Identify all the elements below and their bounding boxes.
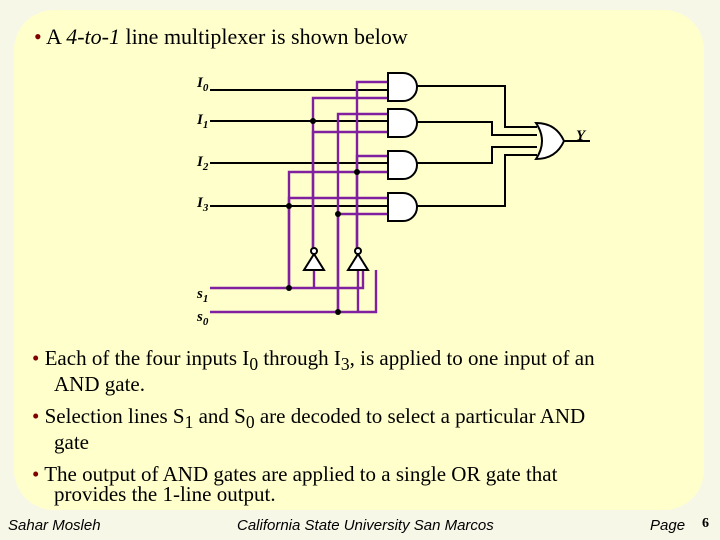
inverter-s0: [346, 252, 370, 271]
and-gate-0: [387, 72, 418, 102]
inverter-s1: [302, 252, 326, 271]
select-wires: [210, 80, 388, 314]
heading-suffix: line multiplexer is shown below: [119, 24, 408, 49]
bullet-continuation: gate: [54, 430, 89, 455]
bullet-text: Each of the four inputs I: [44, 346, 250, 370]
bullet-dot: •: [32, 346, 45, 370]
inverter-bubble-s0: [354, 247, 362, 255]
bullet-text: The output of AND gates are applied to a…: [44, 462, 558, 487]
junction-dot: [286, 285, 292, 291]
input-label-0: I0: [196, 75, 209, 94]
select-label-s0: s0: [196, 309, 209, 328]
heading-prefix: A: [46, 24, 67, 49]
input-label-1: I1: [196, 112, 208, 131]
bullet-text: , is applied to one input of an: [349, 346, 595, 370]
bullet-sub: 3: [340, 354, 350, 375]
junction-dot: [335, 309, 341, 315]
or-gate: [534, 121, 566, 161]
bullet-dot: •: [34, 24, 46, 49]
bullet-item: • Selection lines S1 and S0 are decoded …: [32, 404, 712, 455]
and-gate-3: [387, 192, 418, 222]
footer-institution: California State University San Marcos: [237, 517, 494, 534]
heading-emphasis: 4-to-1: [66, 24, 120, 49]
bullet-text: Selection lines S: [44, 404, 185, 429]
footer-author: Sahar Mosleh: [8, 517, 101, 534]
and-gate-2: [387, 150, 418, 180]
bullet-dot: •: [32, 404, 45, 429]
heading-bullet: • A 4-to-1 line multiplexer is shown bel…: [34, 24, 408, 50]
input-label-2: I2: [196, 154, 209, 173]
bullet-list: • Each of the four inputs I0 through I3,…: [32, 348, 712, 516]
bullet-continuation: AND gate.: [54, 372, 145, 397]
gates: [302, 72, 566, 271]
bullet-sub: 0: [249, 354, 259, 375]
bullet-dot: •: [32, 462, 45, 487]
bullet-text: are decoded to select a particular AND: [254, 404, 586, 429]
diagram-labels: I0 I1 I2 I3 s1 s0 Y: [196, 75, 587, 328]
page-number: 6: [702, 516, 709, 531]
bullet-continuation: provides the 1-line output.: [54, 482, 276, 507]
junction-dot: [286, 203, 292, 209]
bullet-sub: 1: [184, 412, 194, 433]
output-label: Y: [576, 128, 587, 144]
junction-dot: [310, 118, 316, 124]
and-gate-1: [387, 108, 418, 138]
bullet-item: • Each of the four inputs I0 through I3,…: [32, 346, 712, 397]
bullet-text: through I: [258, 346, 341, 370]
bullet-text: and S: [193, 404, 246, 429]
bullet-item: • The output of AND gates are applied to…: [32, 462, 712, 507]
bullet-sub: 0: [245, 412, 255, 433]
junction-dot: [335, 211, 341, 217]
junction-dot: [354, 169, 360, 175]
data-wires: [210, 85, 590, 207]
inverter-bubble-s1: [310, 247, 318, 255]
input-label-3: I3: [196, 195, 209, 214]
select-label-s1: s1: [196, 286, 208, 305]
footer-page-label: Page: [650, 517, 686, 534]
junction-dots: [286, 118, 360, 315]
